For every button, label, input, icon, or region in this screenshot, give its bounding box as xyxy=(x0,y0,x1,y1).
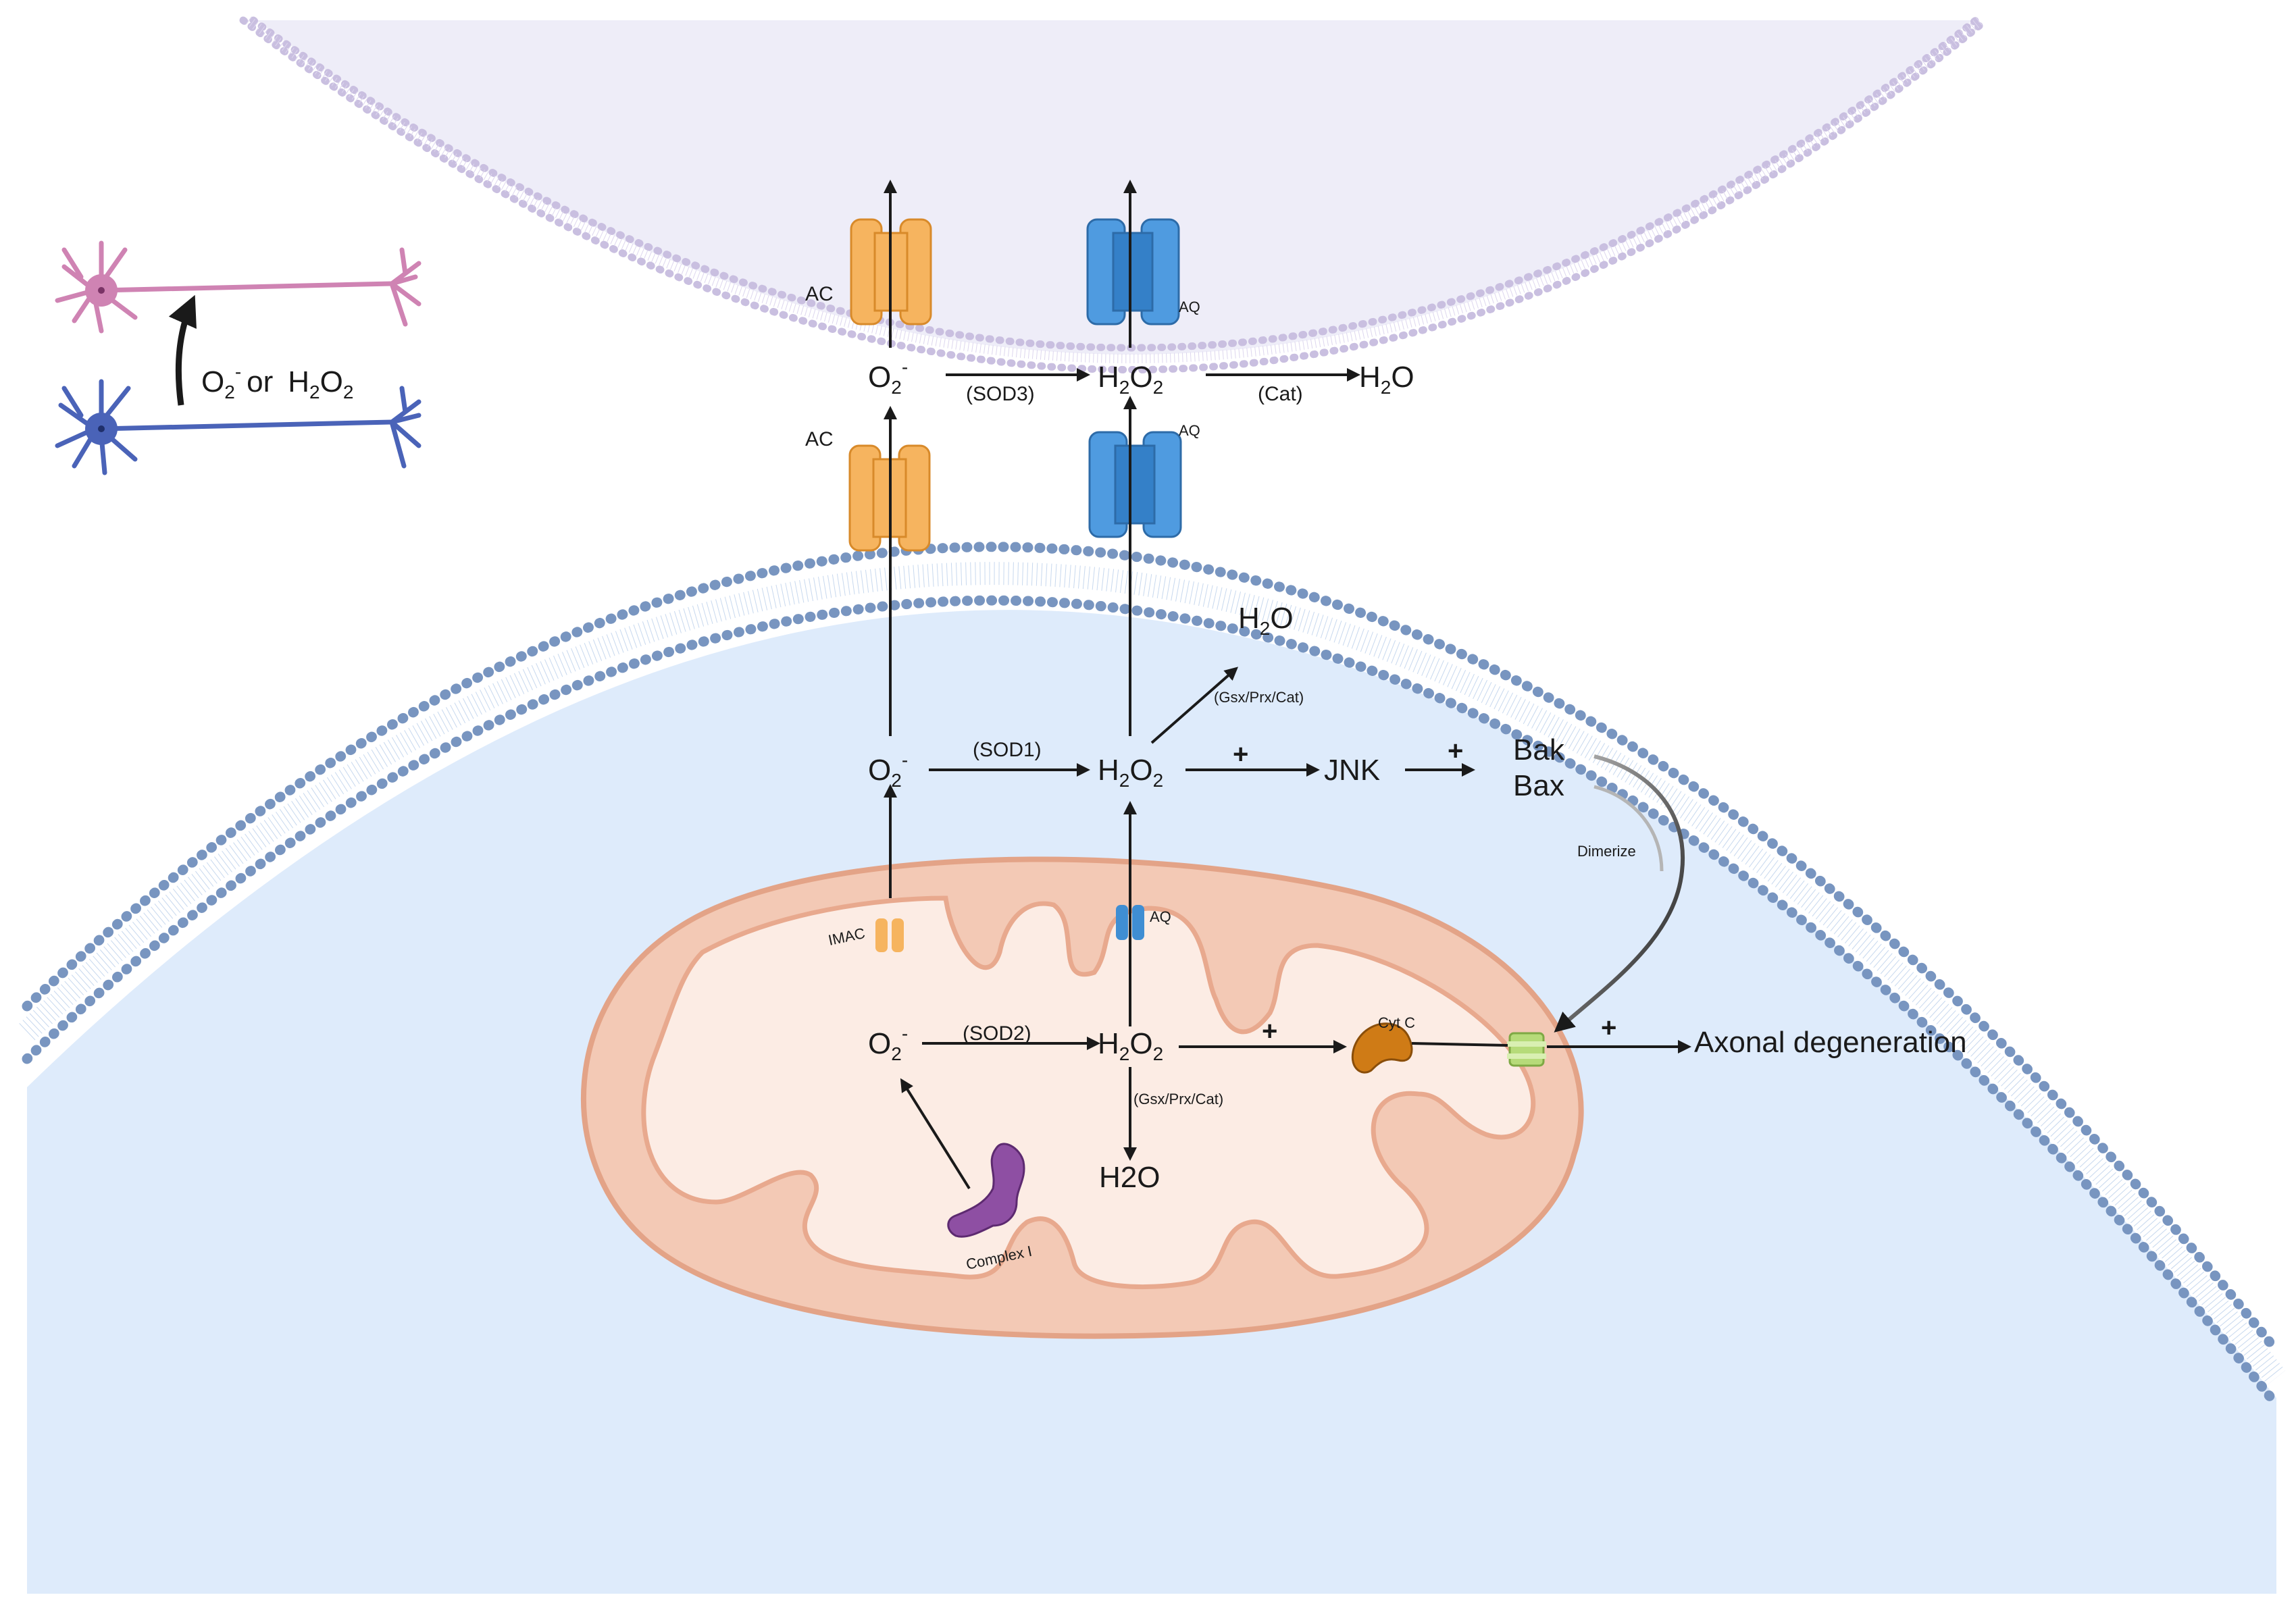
neuron-top-nucleus xyxy=(98,287,105,294)
mito-aq-channel xyxy=(1116,905,1144,940)
outer-ac-label: AC xyxy=(805,283,834,305)
mitochondrion xyxy=(580,856,1584,1339)
bax-bak-pore xyxy=(1507,1032,1546,1067)
axonal-degeneration-label: Axonal degeneration xyxy=(1694,1026,1967,1059)
inner-membrane-inner-leaflet xyxy=(22,595,2282,1410)
outer-h2o-label: H2O xyxy=(1359,361,1414,398)
dimerize-label: Dimerize xyxy=(1577,843,1636,860)
cat-label: (Cat) xyxy=(1258,383,1303,405)
mito-aq-label: AQ xyxy=(1150,908,1171,925)
gsx-top-label: (Gsx/Prx/Cat) xyxy=(1214,689,1304,706)
sod2-label: (SOD2) xyxy=(963,1022,1031,1045)
plus-pore-axonal: + xyxy=(1601,1013,1616,1043)
inner-ac-channel xyxy=(848,444,931,552)
inner-ac-label: AC xyxy=(805,428,834,450)
inner-aq-label: AQ xyxy=(1179,422,1200,439)
plus-h2o2-jnk: + xyxy=(1233,739,1248,769)
outer-cell xyxy=(239,16,1990,373)
cytc-label: Cyt C xyxy=(1378,1014,1415,1031)
complex-i-protein xyxy=(947,1143,1025,1238)
arrows xyxy=(884,180,1691,1190)
bax-label: Bax xyxy=(1513,769,1564,802)
mito-o2-label: O2- xyxy=(868,1023,908,1064)
outer-aq-channel xyxy=(1086,218,1180,325)
gsx-mito-label: (Gsx/Prx/Cat) xyxy=(1133,1091,1223,1107)
plus-jnk-bak: + xyxy=(1448,736,1463,766)
mito-inner-membrane xyxy=(641,895,1536,1290)
outer-h2o2-label: H2O2 xyxy=(1098,361,1163,398)
inner-membrane-tails xyxy=(19,562,2286,1385)
outer-o2-label: O2- xyxy=(868,357,908,398)
outer-membrane-inner-leaflet xyxy=(239,16,1990,373)
sod3-label: (SOD3) xyxy=(966,383,1035,405)
neuron-bottom-nucleus xyxy=(98,425,105,432)
outer-membrane-tails xyxy=(245,16,1984,363)
cytosol-h2o2-label: H2O2 xyxy=(1098,754,1163,791)
sod1-label: (SOD1) xyxy=(973,739,1042,761)
inner-aq-channel xyxy=(1088,431,1182,538)
neuron-transfer-arrow xyxy=(168,294,197,406)
cytosol-o2-label: O2- xyxy=(868,750,908,791)
neuron-bottom xyxy=(55,379,422,475)
outer-aq-label: AQ xyxy=(1179,298,1200,315)
mito-h2o2-label: H2O2 xyxy=(1098,1027,1163,1064)
bak-label: Bak xyxy=(1513,733,1565,766)
cytosol-h2o-label: H2O xyxy=(1238,602,1294,639)
jnk-label: JNK xyxy=(1324,754,1380,787)
neuron-top xyxy=(55,240,422,334)
cyt-c-protein xyxy=(1351,1022,1413,1074)
mito-h2o-label: H2O xyxy=(1099,1161,1160,1194)
plus-h2o2-cytc: + xyxy=(1262,1016,1277,1046)
imac-channel xyxy=(875,918,904,952)
inner-membrane-outer-leaflet xyxy=(22,542,2282,1356)
